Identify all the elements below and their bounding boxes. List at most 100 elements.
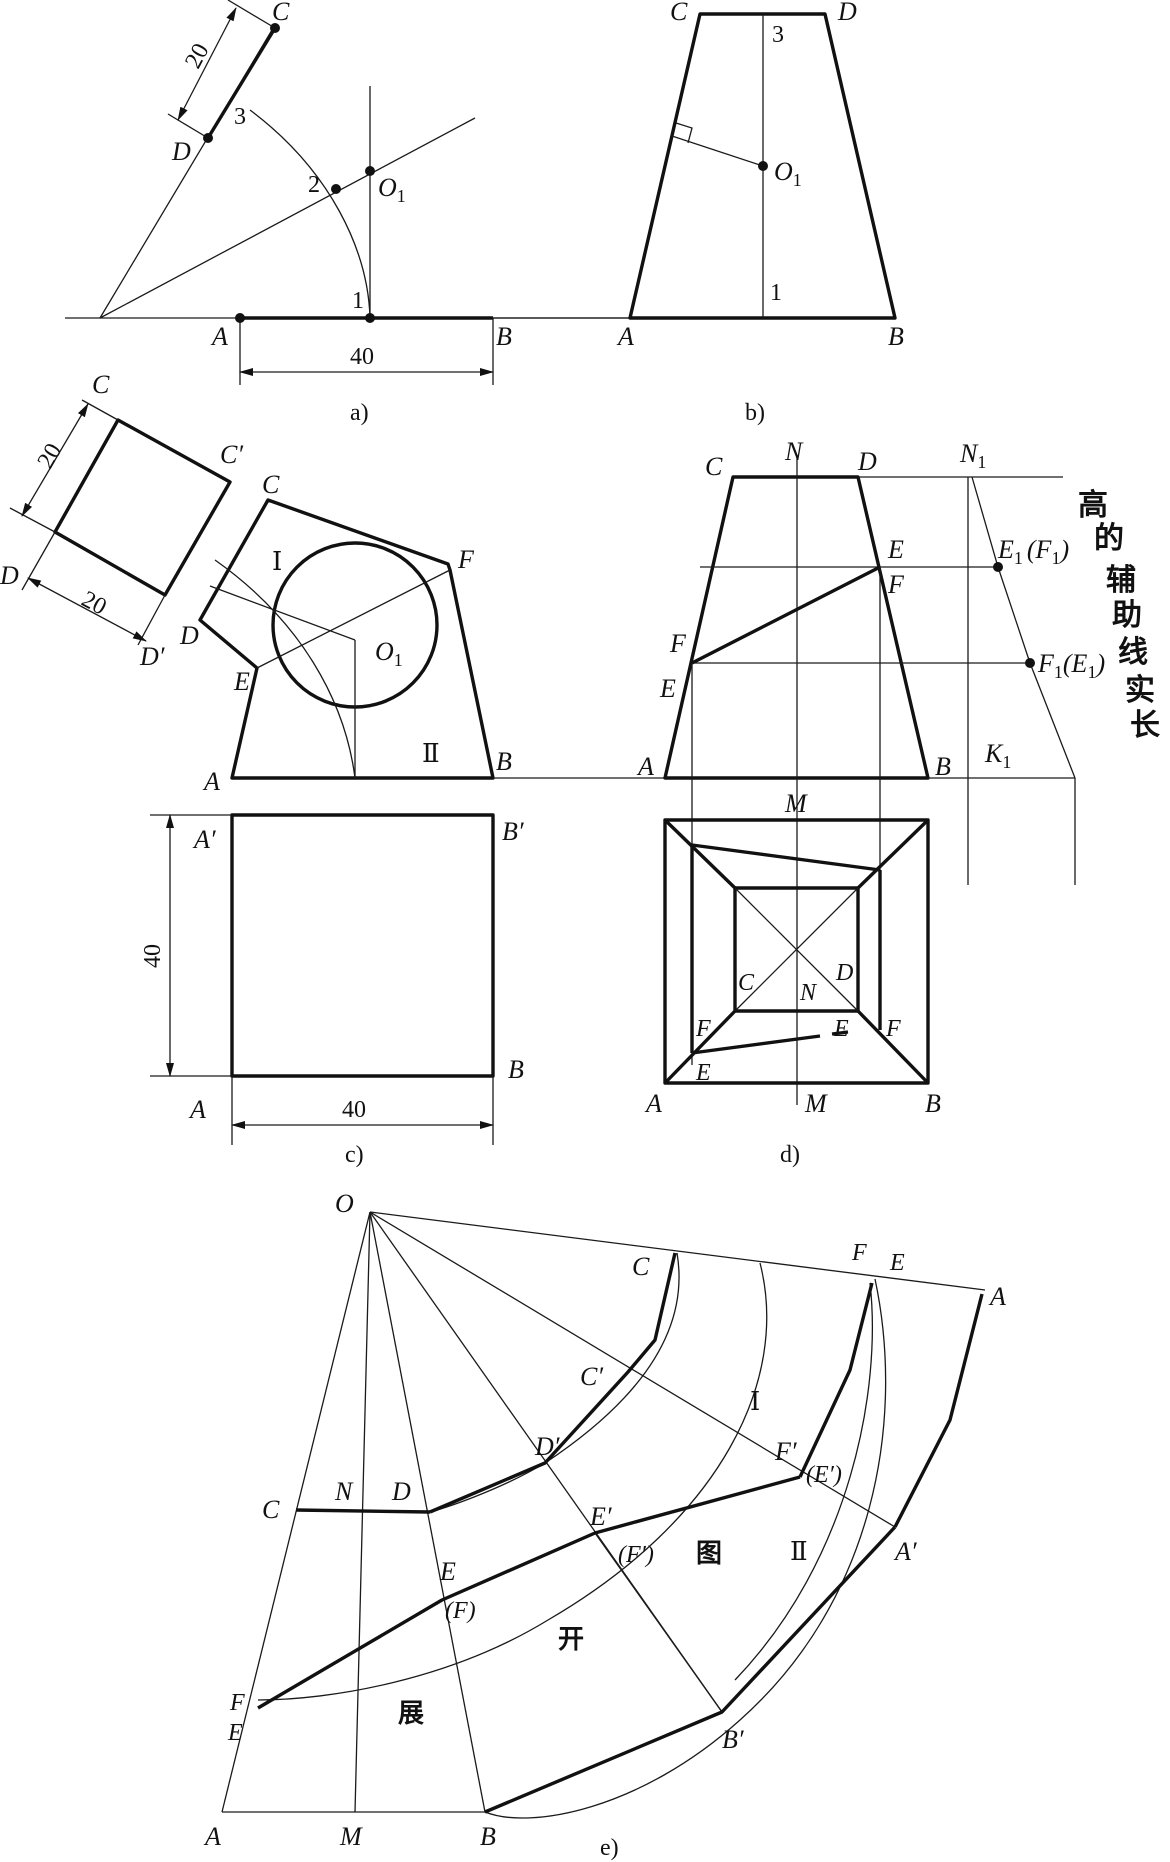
d-side-char-6: 实	[1125, 673, 1155, 708]
a-point-c	[270, 23, 280, 33]
e-thick-f-e	[257, 1475, 801, 1710]
d-plan-corner-tr	[856, 818, 930, 890]
e-label-eprime-par: (E′)	[806, 1462, 842, 1488]
c-dim-horiz	[27, 577, 147, 642]
a-point-o1	[365, 166, 375, 176]
c-plan-label-bprime: B′	[502, 817, 524, 846]
c-square	[53, 418, 232, 597]
panel-b: C D 3 O1 1 A B b)	[493, 0, 904, 426]
e-label-cprime: C′	[580, 1362, 603, 1391]
b-point-o1	[758, 161, 768, 171]
d-plan-fe-gap	[831, 1030, 849, 1036]
c-label-e: E	[233, 667, 250, 696]
c-plan-square	[230, 813, 495, 1078]
d-label-e1: E1(F1)	[997, 535, 1069, 568]
e-label-dprime: D′	[534, 1432, 560, 1461]
e-label-fprime: F′	[774, 1437, 797, 1466]
c-line-e-f	[256, 569, 451, 669]
d-side-char-7: 长	[1130, 708, 1160, 743]
e-thick-bottom-chain	[484, 1525, 897, 1814]
e-label-c-top: C	[632, 1252, 650, 1281]
e-arc-mid	[257, 1262, 768, 1701]
d-side-char-5: 线	[1118, 635, 1148, 670]
a-panel-label: a)	[350, 400, 369, 426]
d-label-c: C	[705, 452, 723, 481]
a-label-d: D	[171, 137, 191, 166]
c-dim-vert	[21, 403, 89, 517]
c-plan-label-a: A	[188, 1095, 206, 1124]
a-point-a	[235, 313, 245, 323]
d-label-d: D	[857, 447, 877, 476]
d-plan-corner-tl	[663, 818, 737, 890]
e-label-f-par: (F)	[445, 1598, 476, 1624]
b-label-c: C	[670, 0, 688, 26]
c-dim-ext-c	[81, 399, 119, 421]
e-edge-o-abottom	[221, 1211, 371, 1813]
panel-a: C D 3 2 1 O1 A B 40 20 a)	[65, 0, 640, 426]
c-label-cprime: C′	[220, 440, 243, 469]
a-label-2: 2	[308, 172, 320, 198]
c-panel-label: c)	[345, 1142, 364, 1168]
d-point-f1	[1025, 658, 1035, 668]
b-label-a: A	[616, 322, 634, 351]
c-label-d: D	[179, 621, 199, 650]
c-region-1: Ⅰ	[272, 547, 282, 576]
e-caption-char-1: 展	[398, 1699, 424, 1729]
e-label-f-top: F	[851, 1240, 867, 1266]
e-arc-inner	[429, 1252, 680, 1513]
c-label-o1: O1	[375, 637, 403, 670]
d-label-m: M	[784, 789, 808, 818]
b-label-o1: O1	[774, 157, 802, 190]
a-label-3: 3	[234, 104, 246, 130]
b-label-b: B	[888, 322, 904, 351]
d-side-char-3: 辅	[1106, 563, 1136, 598]
d-plan-label-c: C	[738, 970, 755, 996]
d-label-n: N	[784, 437, 804, 466]
panel-d: C N D N1 E F F E A B M K1 E1(F1) F1(E1) …	[493, 437, 1160, 1168]
c-dim-vert-text: 20	[33, 439, 68, 473]
d-plan-label-a: A	[644, 1089, 662, 1118]
b-right-angle-mark	[675, 122, 693, 144]
c-dim-ext-d2	[21, 531, 56, 591]
d-plan-label-f-left: F	[695, 1016, 711, 1042]
c-dim-horiz-text: 20	[77, 586, 110, 620]
d-plan-corner-bl	[663, 1009, 737, 1085]
a-point-2	[331, 184, 341, 194]
e-label-d: D	[391, 1477, 411, 1506]
e-caption-char-3: 图	[696, 1539, 722, 1569]
e-caption-char-2: 开	[558, 1625, 584, 1655]
e-label-n: N	[334, 1477, 354, 1506]
c-label-dprime: D′	[139, 642, 165, 671]
a-point-d	[203, 133, 213, 143]
d-plan-fe-bottom	[691, 1034, 821, 1055]
d-label-a: A	[636, 752, 654, 781]
e-label-c-left: C	[262, 1495, 280, 1524]
e-region-1: Ⅰ	[750, 1387, 760, 1416]
b-label-1: 1	[770, 280, 782, 306]
b-perpendicular	[671, 135, 764, 167]
d-side-char-2: 的	[1094, 521, 1124, 556]
a-point-1	[365, 313, 375, 323]
panel-c: C C′ D D′ 20 20 C D E F O1 Ⅰ Ⅱ A B A′ B′…	[0, 370, 524, 1168]
b-trapezoid	[628, 12, 897, 320]
c-plan-label-b: B	[508, 1055, 524, 1084]
e-label-fprime-par: (F′)	[618, 1542, 654, 1568]
e-panel-label: e)	[600, 1835, 619, 1861]
a-arc	[249, 109, 371, 319]
c-label-d-outer: D	[0, 561, 19, 590]
d-plan-label-e-right: E	[833, 1016, 849, 1042]
b-label-d: D	[837, 0, 857, 26]
d-plan-inner	[733, 886, 860, 1013]
a-dim-40-text: 40	[350, 344, 374, 370]
e-arc-ef	[734, 1282, 874, 1681]
e-thick-cd	[429, 1252, 677, 1514]
c-label-b: B	[496, 747, 512, 776]
e-label-a-bottom: A	[203, 1822, 221, 1851]
d-plan-diag-2	[734, 887, 859, 1012]
e-edge-o-a	[369, 1211, 986, 1291]
e-thick-fe-top	[798, 1282, 874, 1478]
d-label-f1: F1(E1)	[1037, 649, 1105, 682]
c-arc	[214, 559, 356, 779]
d-point-e1	[993, 562, 1003, 572]
